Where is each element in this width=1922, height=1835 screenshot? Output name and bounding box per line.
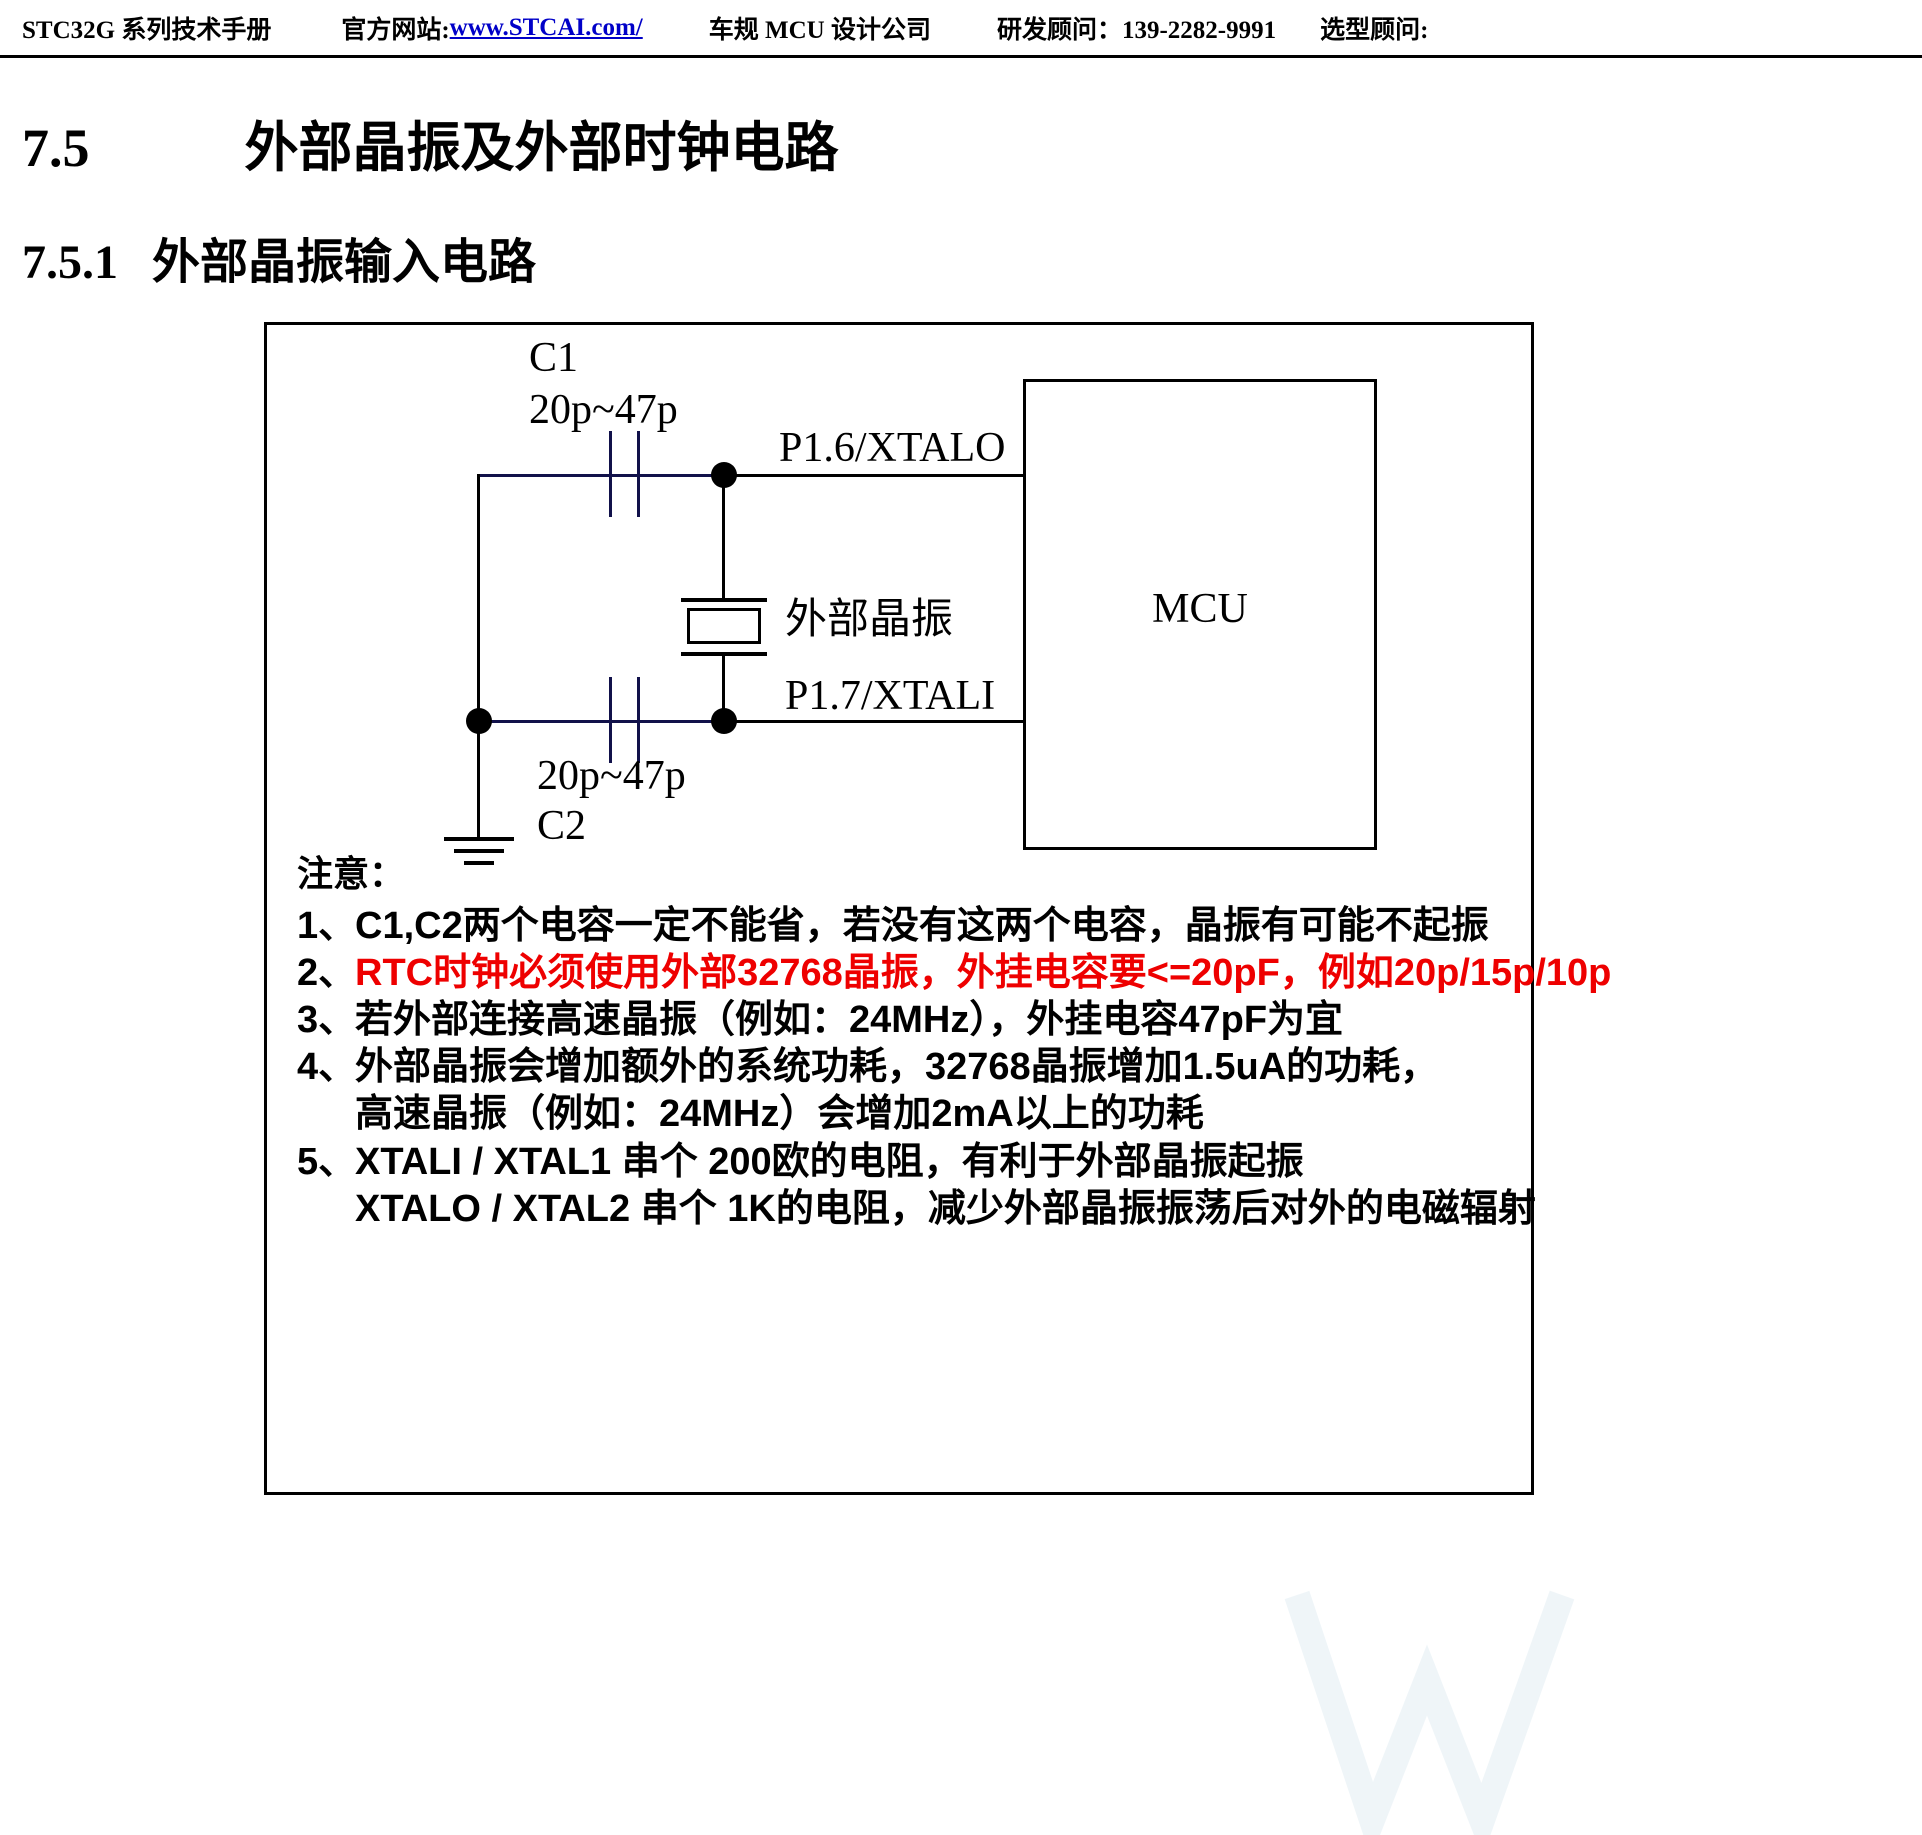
- wire-top-right-to-mcu: [724, 474, 1026, 477]
- capacitor-c2-plate-right: [637, 677, 640, 763]
- header-manual-title: STC32G 系列技术手册: [22, 17, 272, 44]
- ground-bar-1: [444, 837, 514, 841]
- wire-xtal-top-lead: [722, 475, 725, 600]
- capacitor-c2-plate-left: [609, 677, 612, 763]
- note-text: XTALI / XTAL1 串个 200欧的电阻，有利于外部晶振起振: [355, 1140, 1304, 1183]
- page-header: STC32G 系列技术手册 官方网站: www.STCAI.com/ 车规 MC…: [0, 0, 1922, 56]
- ground-bar-2: [454, 849, 504, 853]
- watermark: [1284, 1590, 1575, 1835]
- crystal-plate-top: [681, 598, 767, 602]
- section-title: 外部晶振及外部时钟电路: [244, 118, 839, 178]
- mcu-block: [1023, 379, 1377, 850]
- note-text: C1,C2两个电容一定不能省，若没有这两个电容，晶振有可能不起振: [355, 905, 1489, 947]
- crystal-label: 外部晶振: [785, 597, 954, 643]
- note-index: 1、: [297, 905, 357, 947]
- note-text: 外部晶振会增加额外的系统功耗，32768晶振增加1.5uA的功耗，: [355, 1046, 1439, 1089]
- circuit-diagram-figure: C1 20p~47p P1.6/XTALO 外部晶振 P1.7/XTALI 20…: [264, 322, 1611, 1835]
- wire-ground-lead: [477, 721, 480, 838]
- note-text-continuation: 高速晶振（例如：24MHz）会增加2mA以上的功耗: [355, 1093, 1204, 1136]
- note-item: 5、 XTALI / XTAL1 串个 200欧的电阻，有利于外部晶振起振: [297, 1139, 1527, 1186]
- wire-top-mid: [627, 474, 725, 477]
- note-item: 2、 RTC时钟必须使用外部32768晶振，外挂电容要<=20pF，例如20p/…: [297, 950, 1611, 997]
- subsection-heading: 7.5.1 外部晶振输入电路: [22, 222, 536, 292]
- section-heading: 7.5 外部晶振及外部时钟电路: [22, 103, 839, 182]
- section-number: 7.5: [22, 118, 90, 178]
- capacitor-c1-value: 20p~47p: [529, 387, 678, 433]
- note-index: 4、: [297, 1046, 357, 1089]
- capacitor-c1-plate-right: [637, 431, 640, 517]
- capacitor-c2-value: 20p~47p: [537, 753, 686, 799]
- wire-bottom-left: [478, 720, 723, 723]
- subsection-title: 外部晶振输入电路: [152, 236, 537, 289]
- ground-bar-3: [464, 861, 494, 865]
- header-selection-consultant: 选型顾问:: [1320, 17, 1429, 44]
- wire-bottom-right-to-mcu: [724, 720, 1026, 723]
- pin-label-xtali: P1.7/XTALI: [785, 673, 996, 719]
- notes-block: 注意： 1、 C1,C2两个电容一定不能省，若没有这两个电容，晶振有可能不起振 …: [297, 845, 1611, 1233]
- note-item: 1、 C1,C2两个电容一定不能省，若没有这两个电容，晶振有可能不起振: [297, 903, 1527, 950]
- note-index: 3、: [297, 999, 357, 1042]
- wire-top-left: [478, 474, 723, 477]
- pin-label-xtalo: P1.6/XTALO: [779, 425, 1006, 471]
- mcu-label: MCU: [1152, 586, 1248, 632]
- crystal-body: [687, 608, 761, 644]
- header-rd-consultant: 研发顾问：139-2282-9991: [996, 17, 1277, 44]
- header-divider: [0, 55, 1922, 58]
- note-text: RTC时钟必须使用外部32768晶振，外挂电容要<=20pF，例如20p/15p…: [355, 952, 1612, 995]
- note-index: 5、: [297, 1140, 357, 1183]
- note-item: 3、 若外部连接高速晶振（例如：24MHz），外挂电容47pF为宜: [297, 997, 1527, 1044]
- wire-left-rail: [477, 474, 480, 721]
- note-item: 4、 外部晶振会增加额外的系统功耗，32768晶振增加1.5uA的功耗，: [297, 1044, 1527, 1091]
- capacitor-c2-name: C2: [537, 803, 587, 849]
- header-website-label: 官方网站:: [341, 17, 450, 44]
- note-text-continuation: XTALO / XTAL2 串个 1K的电阻，减少外部晶振振荡后对外的电磁辐射: [355, 1187, 1536, 1230]
- notes-title: 注意：: [297, 853, 406, 894]
- junction-dot-bottom-right: [711, 708, 737, 734]
- wire-bottom-mid: [627, 720, 725, 723]
- wire-xtal-bottom-lead: [722, 654, 725, 721]
- subsection-number: 7.5.1: [22, 236, 118, 289]
- header-website-link[interactable]: www.STCAI.com/: [449, 14, 643, 41]
- capacitor-c1-plate-left: [609, 431, 612, 517]
- note-text: 若外部连接高速晶振（例如：24MHz），外挂电容47pF为宜: [355, 999, 1344, 1042]
- note-index: 2、: [297, 952, 357, 995]
- capacitor-c1-name: C1: [529, 335, 579, 381]
- header-company: 车规 MCU 设计公司: [708, 17, 931, 44]
